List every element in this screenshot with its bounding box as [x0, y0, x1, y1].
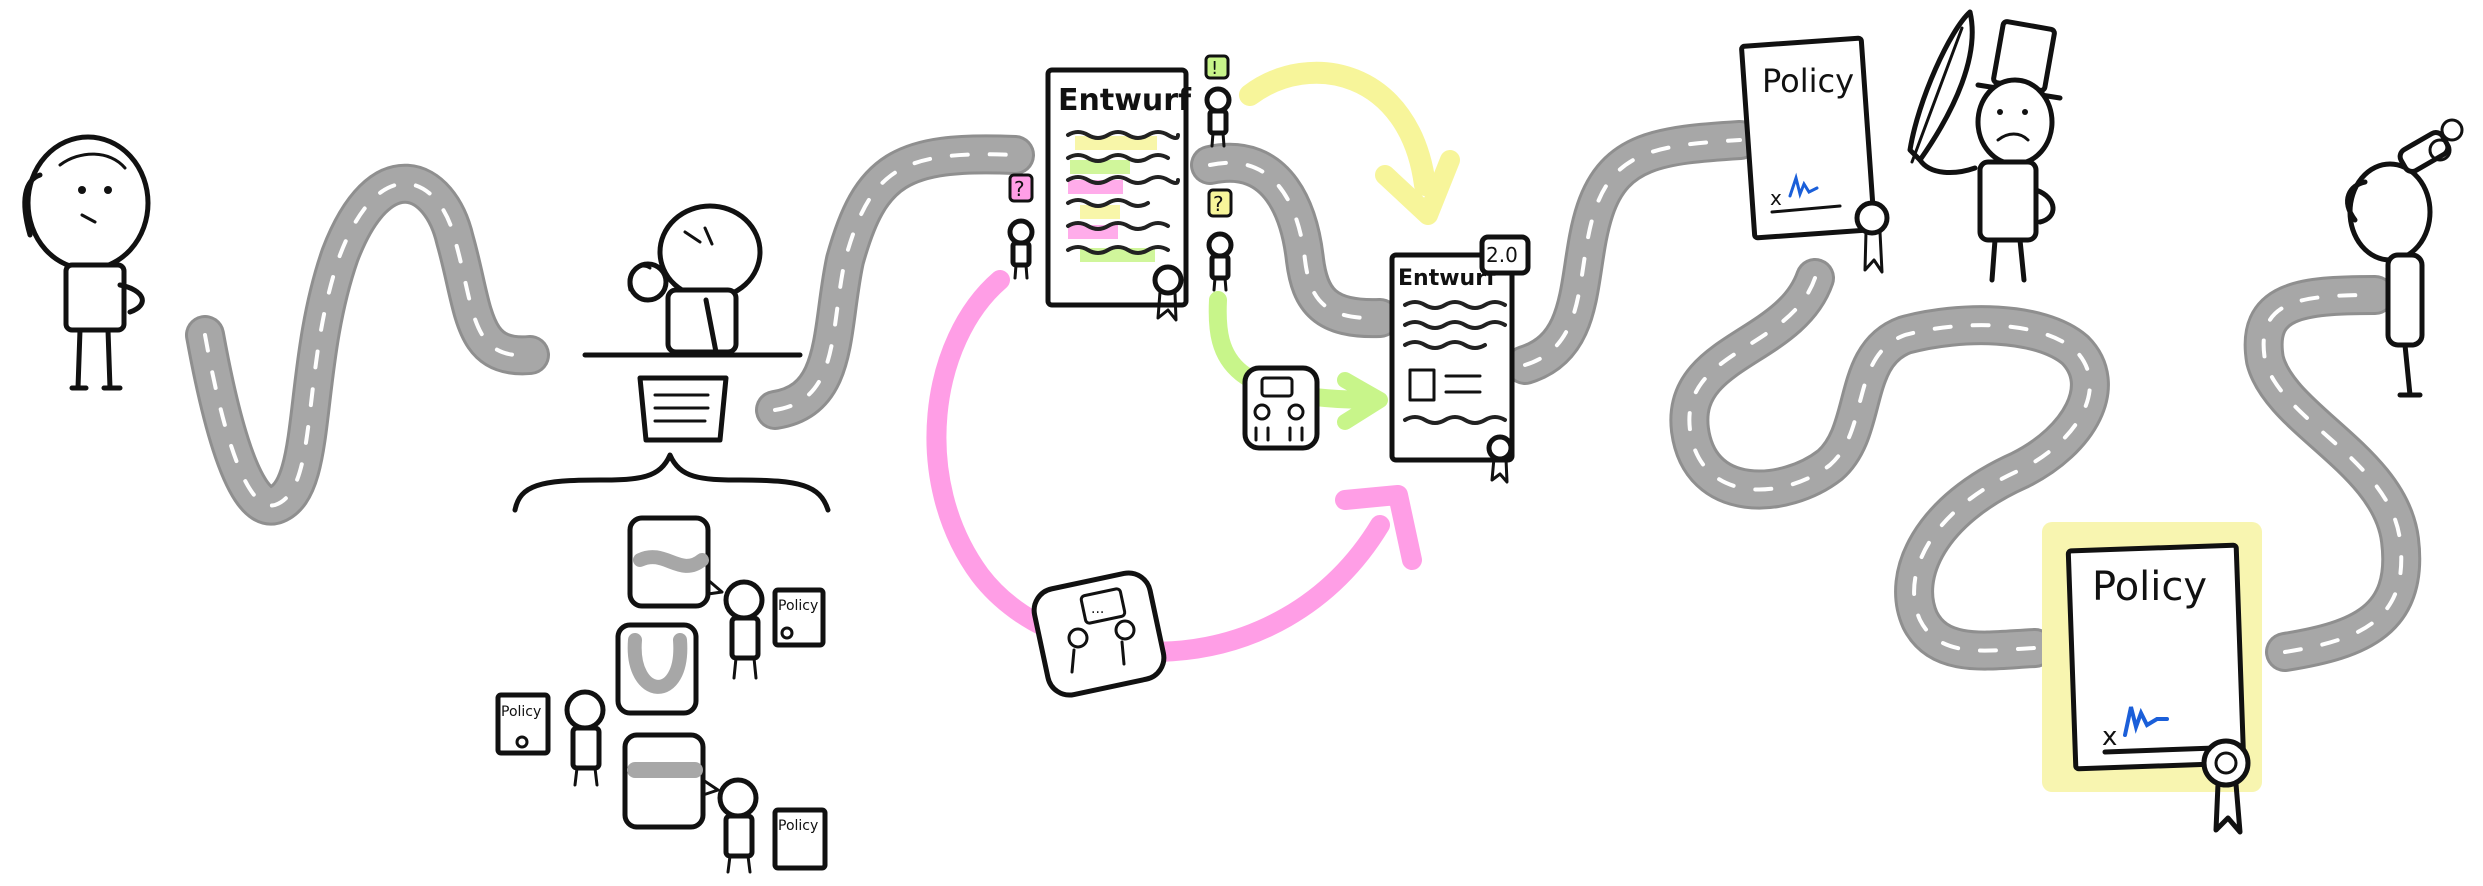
speech-question: ?: [1213, 192, 1224, 216]
seal-icon: [1486, 434, 1514, 484]
road-segments: [185, 120, 2422, 672]
reviewer-question-yellow: ?: [1206, 188, 1234, 292]
policy-label: Policy: [501, 704, 541, 720]
speech-exclamation: !: [1211, 58, 1218, 79]
curly-brace: [512, 452, 831, 513]
draft-document: Entwurf: [1045, 67, 1192, 322]
policy-label: Policy: [778, 818, 818, 834]
policy-title: Policy: [1762, 62, 1854, 100]
meeting-icon-small: [1242, 365, 1320, 451]
road-segment-4: [1505, 120, 1760, 385]
option-card-2: Policy: [495, 622, 699, 787]
draft-document-v2: Entwurf 2.0: [1389, 234, 1531, 484]
policy-document-signed: Policy x: [1739, 35, 1890, 274]
road-segment-2: [755, 134, 1035, 430]
person-icon: [723, 579, 765, 680]
option-card-1: Policy: [627, 515, 826, 680]
official-with-top-hat: [1907, 9, 2063, 283]
person-icon: [717, 777, 759, 874]
final-policy-title: Policy: [2092, 564, 2207, 610]
draft-v2-title: Entwurf: [1398, 266, 1496, 291]
quill-icon: [1907, 9, 1975, 164]
policy-document-final: Policy x: [2042, 522, 2262, 835]
meeting-icon-large: ...: [1031, 570, 1167, 698]
speech-ellipsis: ...: [1091, 601, 1104, 617]
arrow-pink: [926, 270, 1422, 662]
person-with-binoculars: [2345, 118, 2464, 398]
policy-label: Policy: [778, 598, 818, 614]
road-segment-5: [1669, 258, 2110, 671]
draft-title: Entwurf: [1058, 83, 1192, 118]
seal-icon: [1854, 200, 1890, 274]
person-icon: [564, 689, 606, 787]
person-icon-start: [22, 134, 151, 391]
reviewer-exclamation: !: [1204, 54, 1232, 148]
signature-mark: x: [1770, 186, 1782, 210]
seal-icon: [1152, 264, 1184, 322]
arrow-yellow: [1239, 61, 1460, 225]
option-card-3: Policy: [622, 732, 828, 874]
arrow-green: [1208, 291, 1388, 430]
final-signature-mark: x: [2102, 722, 2117, 752]
road-segment-3: [1190, 142, 1400, 339]
version-badge: 2.0: [1486, 243, 1518, 267]
speech-question: ?: [1014, 177, 1025, 201]
seal-icon: [2201, 738, 2251, 835]
reviewer-question: ?: [1007, 173, 1035, 280]
road-segment-1: [185, 163, 550, 526]
road-segment-6: [2243, 275, 2422, 672]
thinking-person-icon: [582, 203, 803, 443]
binoculars-icon: [2397, 118, 2464, 174]
